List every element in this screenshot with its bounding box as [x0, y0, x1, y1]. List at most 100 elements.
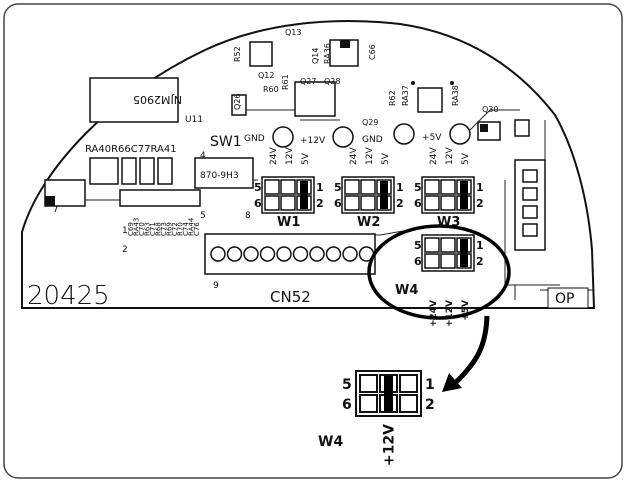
jumper-voltage-label: 12V — [445, 147, 455, 165]
component-label: R62 — [388, 90, 397, 106]
board-id-label: 20425 — [27, 281, 110, 311]
jumper-shunt — [460, 181, 468, 209]
cn52-pin — [210, 246, 226, 262]
jumper-pin — [440, 237, 456, 253]
jumper-voltage-label: 5V — [301, 152, 311, 165]
vertical-component-label: C73 — [160, 222, 168, 236]
jumper-voltage-label: 12V — [285, 147, 295, 165]
jumper-pin — [264, 195, 280, 211]
connector-label: CN52 — [270, 288, 311, 306]
cn52-pin — [226, 246, 243, 262]
jumper-shunt — [380, 181, 388, 209]
vertical-component-label: R63 — [144, 222, 152, 236]
test-point-label: +12V — [300, 136, 326, 146]
detail-row-label: 6 — [342, 397, 352, 413]
cn52-pins — [210, 246, 375, 262]
switch-label: SW1 — [210, 134, 242, 150]
vertical-component-label: R68 — [155, 222, 163, 236]
jumper-pin — [424, 237, 440, 253]
jumper-row-label: 5 — [414, 181, 422, 194]
jumper-voltage-label: 5V — [381, 152, 391, 165]
cn52-pin — [309, 246, 325, 262]
jumper-row-label: 1 — [476, 239, 484, 252]
jumper-pin — [280, 195, 296, 211]
jumper-pin — [424, 195, 440, 211]
jumper-pin — [424, 253, 440, 269]
component-label: R61 — [281, 74, 290, 90]
jumper-block-name: W4 — [395, 283, 418, 298]
cn52-pin — [276, 246, 292, 262]
jumper-voltage-label: +12V — [445, 300, 455, 327]
zoom-arrow — [450, 315, 490, 388]
jumper-pin — [440, 179, 456, 195]
jumper-pin — [280, 179, 296, 195]
jumper-shunt — [460, 239, 468, 267]
detail-pin — [399, 374, 418, 393]
vertical-component-label: RA43 — [133, 218, 141, 236]
vertical-component-label: C74 — [182, 222, 190, 236]
detail-pin — [359, 394, 378, 413]
vertical-component-label: C69 — [127, 222, 135, 236]
pin-number-label: 9 — [213, 281, 219, 291]
component-label: Q30 — [482, 105, 498, 114]
component-label: Q28 — [324, 77, 340, 86]
u11-label: U11 — [185, 115, 203, 125]
jumper-row-label: 6 — [414, 197, 422, 210]
vertical-component-label: R70 — [177, 222, 185, 236]
op-box — [547, 287, 589, 309]
test-point-label: +5V — [422, 133, 442, 143]
jumper-voltage-label: 24V — [269, 147, 279, 165]
detail-row-label: 2 — [425, 397, 435, 413]
jumper-pin — [440, 195, 456, 211]
detail-voltage-label: +12V — [382, 424, 398, 466]
jumper-row-label: 1 — [316, 181, 324, 194]
w4-highlight-ellipse — [367, 224, 511, 320]
detail-pin — [399, 394, 418, 413]
jumper-voltage-label: +5V — [461, 300, 471, 321]
pin-number-label: 4 — [200, 151, 206, 161]
jumper-pin — [344, 195, 360, 211]
jumper-row-label: 2 — [316, 197, 324, 210]
cn52-pin — [342, 246, 358, 262]
cn52-pin — [259, 246, 276, 262]
jumper-row-label: 1 — [396, 181, 404, 194]
jumper-row-label: 6 — [414, 255, 422, 268]
component-label: Q14 — [311, 48, 320, 64]
pin-number-label: 8 — [245, 211, 251, 221]
jumper-row-label: 5 — [254, 181, 262, 194]
corner-label: OP — [555, 291, 574, 307]
jumper-pin — [424, 179, 440, 195]
jumper-voltage-label: 5V — [461, 152, 471, 165]
jumper-shunt — [300, 181, 308, 209]
jumper-row-label: 6 — [334, 197, 342, 210]
component-label: RA38 — [451, 85, 460, 106]
test-point-circles — [272, 123, 471, 148]
vertical-component-label: C71 — [149, 222, 157, 236]
component-label: RA36 — [323, 43, 332, 64]
jumper-block-name: W2 — [357, 215, 380, 230]
jumper-row-label: 5 — [414, 239, 422, 252]
jumper-row-label: 2 — [396, 197, 404, 210]
vertical-component-label: C70 — [138, 222, 146, 236]
jumper-row-label: 2 — [476, 197, 484, 210]
detail-row-label: 5 — [342, 377, 352, 393]
jumper-pin — [264, 179, 280, 195]
jumper-pin — [360, 179, 376, 195]
jumper-pin — [440, 253, 456, 269]
pin-number-label: 2 — [122, 245, 128, 255]
component-label: R60 — [263, 85, 279, 94]
jumper-row-label: 5 — [334, 181, 342, 194]
pin-number-label: 5 — [200, 211, 206, 221]
jumper-block-name: W1 — [277, 215, 300, 230]
